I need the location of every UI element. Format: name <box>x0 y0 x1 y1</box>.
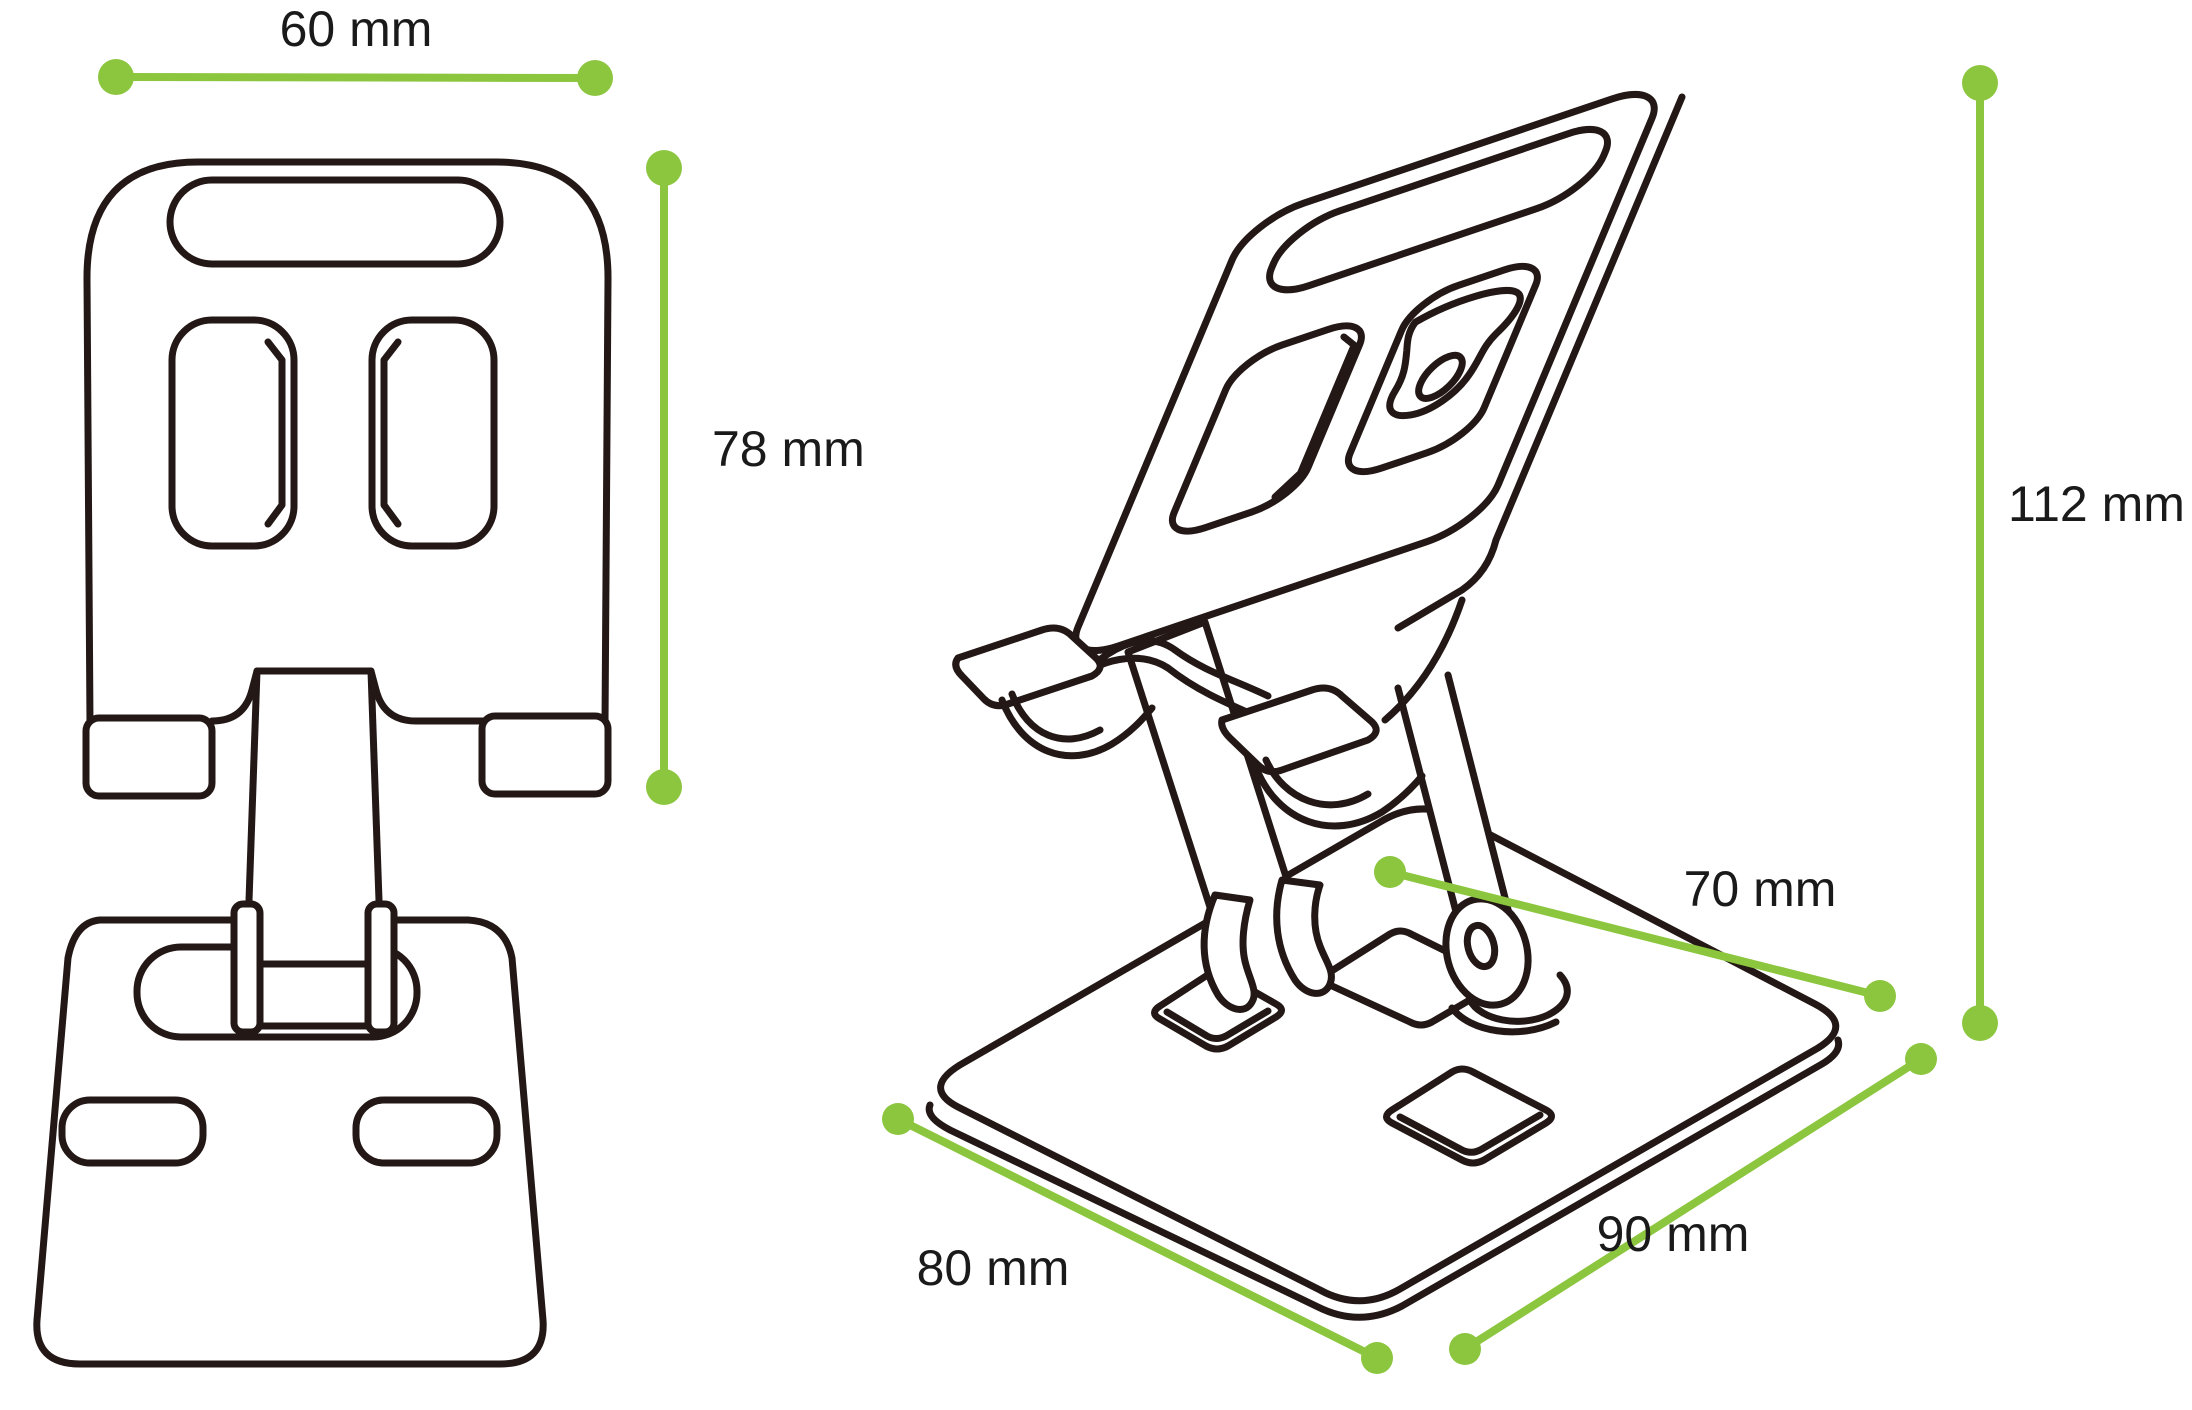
front-stem-fill <box>247 671 381 958</box>
front-base-left-foot-slot <box>58 1096 207 1167</box>
persp-pivot-foot <box>1448 971 1571 1036</box>
dimension-endpoint-dot <box>1962 65 1998 101</box>
front-left-hook-foot <box>82 714 216 800</box>
front-hinge-right-bar <box>364 900 398 1036</box>
dimension-label-60mm: 60 mm <box>280 1 433 57</box>
persp-pivot-hole <box>1463 921 1499 971</box>
persp-right-hook-plate <box>1218 684 1380 776</box>
dimension-label-78mm: 78 mm <box>712 421 865 477</box>
persp-pivot-disc <box>1442 895 1532 1009</box>
dimension-holder-height-78mm <box>646 150 682 805</box>
front-panel-right-cutout <box>368 316 498 550</box>
front-panel-bottom-edge-right <box>367 667 486 725</box>
persp-panel-thickness <box>1394 93 1686 632</box>
dimension-label-70mm: 70 mm <box>1684 861 1837 917</box>
persp-arm-edges <box>1394 671 1516 939</box>
persp-base-slot-front <box>1383 1065 1555 1167</box>
front-base-right-foot-slot <box>352 1096 501 1167</box>
dimension-endpoint-dot <box>1361 1342 1393 1374</box>
dimension-label-80mm: 80 mm <box>917 1240 1070 1296</box>
dimension-endpoint-dot <box>577 60 613 96</box>
front-view <box>33 158 612 1368</box>
dimension-line-80mm <box>894 1115 1381 1362</box>
persp-arm-fill <box>1398 675 1512 935</box>
dimension-endpoint-dot <box>1449 1333 1481 1365</box>
front-panel-right-cutout-bevel <box>380 338 402 528</box>
front-panel-left-cutout-bevel <box>264 338 286 528</box>
persp-panel-latch-tab <box>1369 278 1531 430</box>
persp-panel-outline <box>1062 80 1668 665</box>
persp-panel-latch-hole <box>1412 350 1469 404</box>
persp-base-slot-back-left-inner <box>1163 1007 1272 1042</box>
persp-hinge-prong-right <box>1273 876 1335 997</box>
dimension-endpoint-dot <box>1962 1005 1998 1041</box>
dimension-endpoint-dot <box>646 150 682 186</box>
dimension-base-depth-80mm <box>882 1103 1393 1374</box>
dimension-endpoint-dot <box>98 59 134 95</box>
persp-stem-edges <box>1124 618 1299 936</box>
front-hinge-cross-lines <box>256 960 372 1030</box>
front-base-outline <box>33 916 547 1368</box>
dimension-line-70mm <box>1386 868 1884 1000</box>
dimension-line-90mm <box>1461 1055 1925 1353</box>
dimension-base-width-90mm <box>1449 1043 1937 1365</box>
persp-right-hook-curve <box>1252 596 1466 830</box>
dimension-endpoint-dot <box>646 769 682 805</box>
dimension-overall-height-112mm <box>1962 65 1998 1041</box>
persp-left-hook-plate <box>952 624 1104 710</box>
persp-panel-left-cutout <box>1162 315 1373 543</box>
front-stem-edges <box>243 667 385 962</box>
front-panel-handle-slot <box>166 176 504 268</box>
dimension-label-112mm: 112 mm <box>2008 476 2185 532</box>
dimension-endpoint-dot <box>1864 980 1896 1012</box>
persp-hinge-prong-left <box>1200 891 1258 1013</box>
dimension-hinge-span-70mm <box>1374 856 1896 1012</box>
front-hinge-left-bar <box>230 900 264 1036</box>
perspective-view <box>925 80 1843 1321</box>
front-panel-outline <box>83 158 612 728</box>
persp-panel <box>1062 80 1668 665</box>
front-panel-left-cutout <box>168 316 298 550</box>
persp-panel-handle-slot <box>1257 116 1620 303</box>
dimension-endpoint-dot <box>1374 856 1406 888</box>
dimension-line-60mm <box>112 73 599 82</box>
persp-base-thickness <box>925 1036 1843 1321</box>
front-panel-bottom-edge-left <box>208 667 261 725</box>
dimension-label-90mm: 90 mm <box>1597 1206 1750 1262</box>
persp-base-slot-front-inner <box>1396 1111 1544 1156</box>
dimension-endpoint-dot <box>1905 1043 1937 1075</box>
persp-left-hook-curve <box>998 690 1156 760</box>
dimension-width-60mm <box>98 59 613 96</box>
dimension-endpoint-dot <box>882 1103 914 1135</box>
front-right-hook-foot <box>478 712 612 798</box>
persp-panel-right-cutout <box>1338 255 1549 483</box>
persp-panel-left-cutout-bevel <box>1275 332 1360 498</box>
persp-stem-fill <box>1128 622 1295 932</box>
